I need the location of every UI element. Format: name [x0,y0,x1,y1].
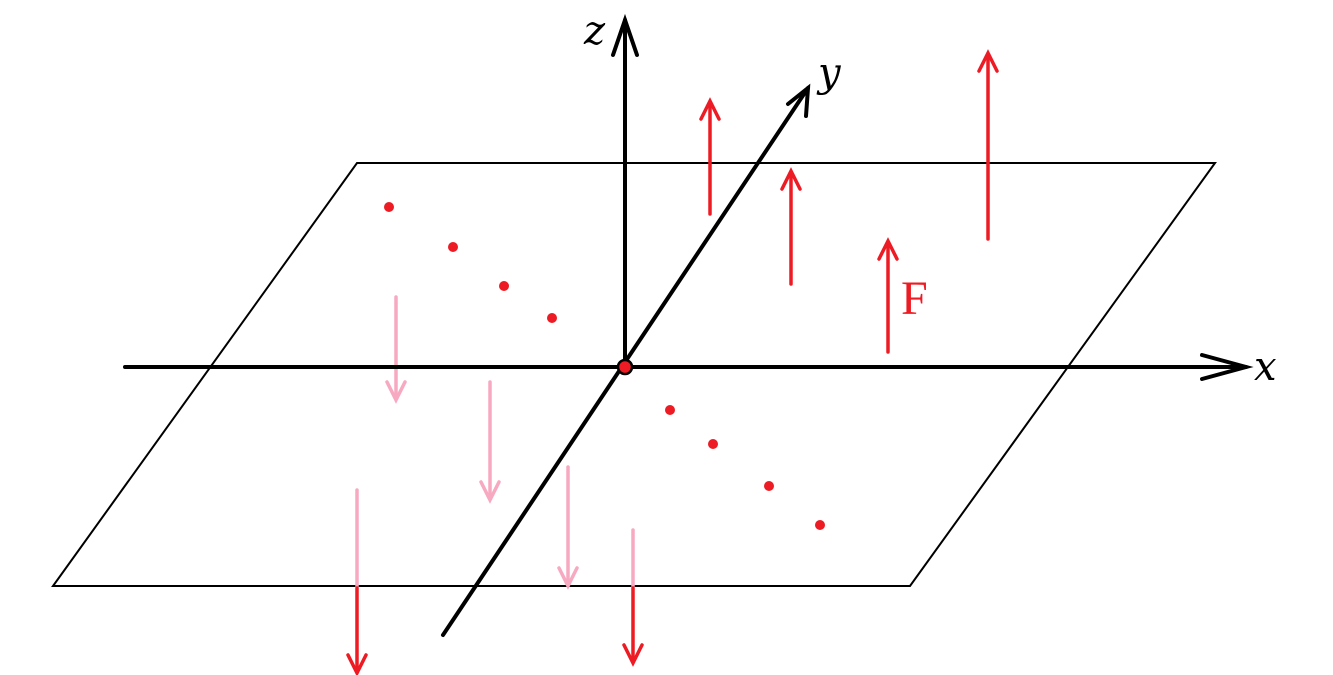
down-arrows-visible [346,586,644,675]
up-arrow [780,167,802,286]
force-label: F [901,272,928,325]
dot [665,405,675,415]
down-arrow [346,586,368,675]
dot [499,281,509,291]
dot [547,313,557,323]
dot [815,520,825,530]
down-arrow-hidden [479,380,501,504]
origin-point [616,358,634,376]
dot [384,202,394,212]
dot [448,242,458,252]
up-arrows [699,49,999,354]
up-arrow [977,49,999,241]
xy-plane [51,162,1217,587]
x-axis [123,353,1254,381]
dot [764,481,774,491]
up-arrow [877,237,899,354]
hidden-down-arrows [355,295,635,590]
z-axis [611,13,639,369]
z-axis-label: z [583,8,606,54]
axes [123,13,1254,637]
down-arrow [622,586,644,667]
down-arrow-hidden [385,295,407,404]
x-axis-label: x [1254,344,1277,390]
dot [708,439,718,449]
down-arrow-hidden [557,465,579,590]
ellipsis-dots [384,202,825,530]
y-axis-label: y [816,50,842,96]
up-arrow [699,97,721,216]
